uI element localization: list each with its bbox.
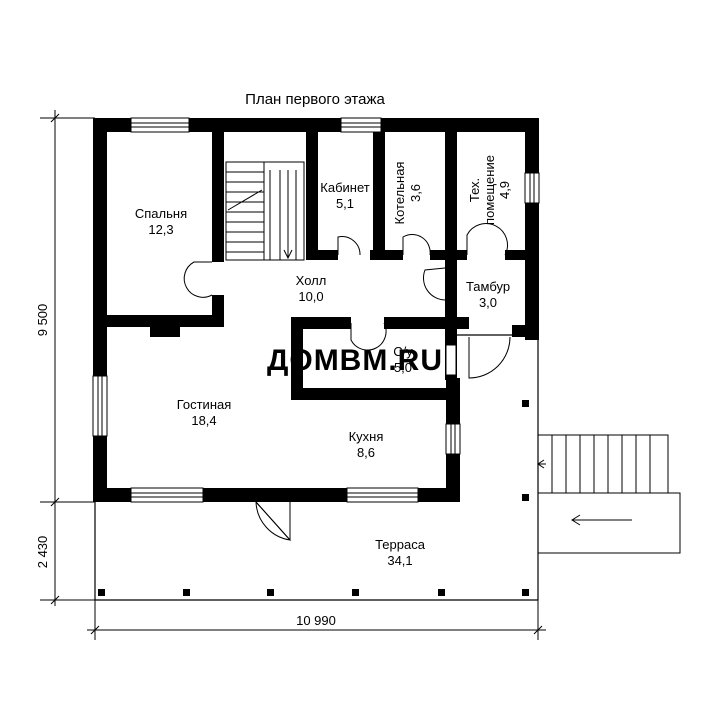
room-bathroom-name: С/у	[393, 344, 413, 359]
stairs	[225, 161, 305, 261]
dimension-lines	[40, 110, 546, 640]
plan-title: План первого этажа	[245, 91, 385, 108]
room-terrace-area: 34,1	[387, 553, 412, 568]
room-kitchen-area: 8,6	[357, 445, 375, 460]
room-hall-area: 10,0	[298, 289, 323, 304]
doors	[183, 223, 511, 541]
terrace-posts	[98, 400, 529, 596]
room-vestibule-area: 3,0	[479, 295, 497, 310]
room-boiler-name: Котельная	[392, 162, 407, 225]
ramp	[537, 492, 681, 554]
room-technical-area: 4,9	[497, 181, 512, 199]
room-vestibule-name: Тамбур	[466, 279, 510, 294]
room-living-area: 18,4	[191, 413, 216, 428]
outdoor-stairs	[537, 434, 669, 494]
room-terrace-name: Терраса	[375, 537, 426, 552]
room-living-name: Гостиная	[177, 397, 232, 412]
room-technical-name-1: Тех.	[467, 178, 482, 202]
dimension-width: 10 990	[296, 613, 336, 628]
room-bedroom-area: 12,3	[148, 222, 173, 237]
room-bathroom-area: 5,0	[394, 360, 412, 375]
room-office-name: Кабинет	[320, 180, 369, 195]
room-kitchen-name: Кухня	[349, 429, 384, 444]
room-boiler-area: 3,6	[408, 184, 423, 202]
dimension-height-terrace: 2 430	[35, 536, 50, 569]
interior-walls	[107, 132, 539, 400]
dimension-height-main: 9 500	[35, 304, 50, 337]
room-technical-name-2: помещение	[482, 155, 497, 225]
room-office-area: 5,1	[336, 196, 354, 211]
room-hall-name: Холл	[296, 273, 327, 288]
windows	[92, 117, 540, 503]
room-bedroom-name: Спальня	[135, 206, 187, 221]
